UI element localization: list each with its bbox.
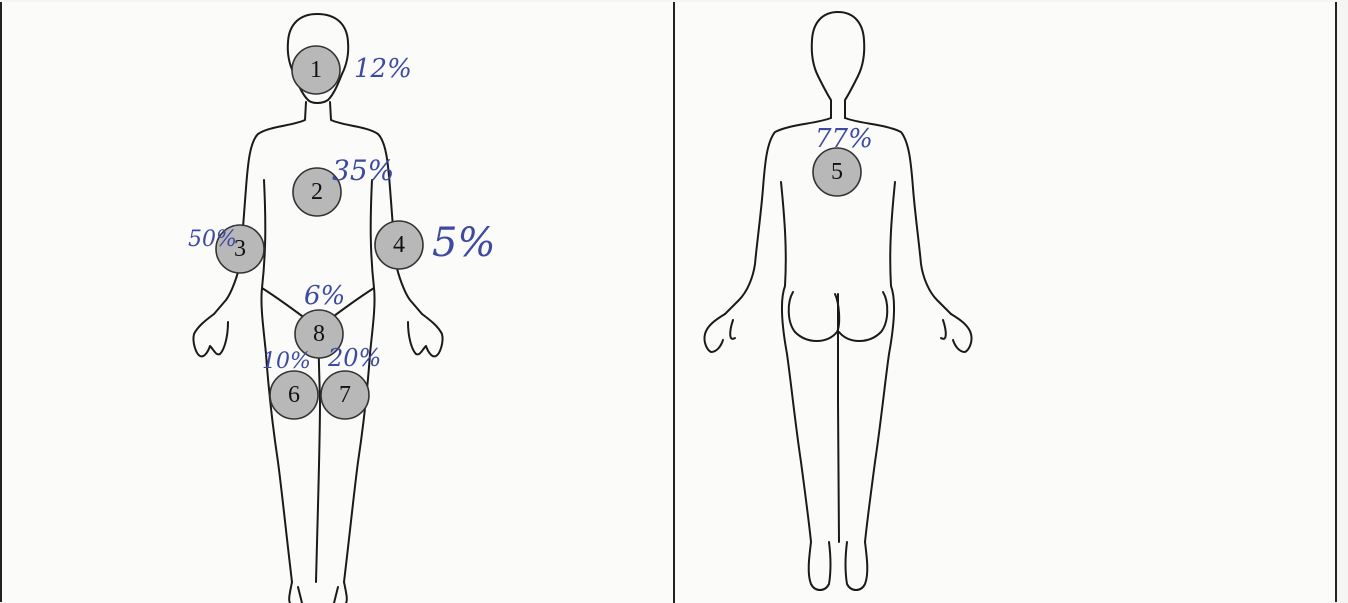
svg-text:6: 6	[288, 382, 300, 408]
marker-5: 5	[813, 148, 861, 196]
annotation-marker-4: 5%	[432, 220, 495, 266]
annotation-marker-5: 77%	[815, 124, 873, 154]
back-body-figure: 5 77%	[675, 2, 1335, 603]
front-view-cell: 1 2 3 4 8 6 7 12% 35% 50% 5% 6%	[2, 2, 675, 603]
marker-4: 4	[375, 221, 423, 269]
back-right-hand	[941, 314, 972, 352]
back-head-outline	[812, 12, 865, 118]
annotation-marker-8: 6%	[304, 281, 345, 311]
svg-text:5: 5	[831, 159, 843, 185]
front-right-hand	[408, 314, 443, 356]
svg-text:2: 2	[311, 179, 323, 205]
annotation-marker-3: 50%	[188, 227, 237, 252]
marker-7: 7	[321, 371, 369, 419]
annotation-marker-7: 20%	[327, 344, 381, 372]
marker-6: 6	[270, 371, 318, 419]
annotation-marker-6: 10%	[262, 349, 311, 374]
svg-text:4: 4	[393, 232, 405, 258]
front-body-figure: 1 2 3 4 8 6 7 12% 35% 50% 5% 6%	[2, 2, 673, 603]
front-left-hand	[193, 314, 228, 356]
annotation-marker-2: 35%	[332, 154, 394, 187]
svg-text:1: 1	[310, 57, 322, 83]
back-feet	[809, 542, 868, 590]
svg-text:8: 8	[313, 321, 325, 347]
svg-text:7: 7	[339, 382, 351, 408]
back-left-hand	[704, 314, 735, 352]
marker-1: 1	[292, 46, 340, 94]
back-view-cell: 5 77%	[675, 2, 1335, 603]
annotation-marker-1: 12%	[354, 54, 412, 84]
front-feet	[289, 582, 347, 603]
